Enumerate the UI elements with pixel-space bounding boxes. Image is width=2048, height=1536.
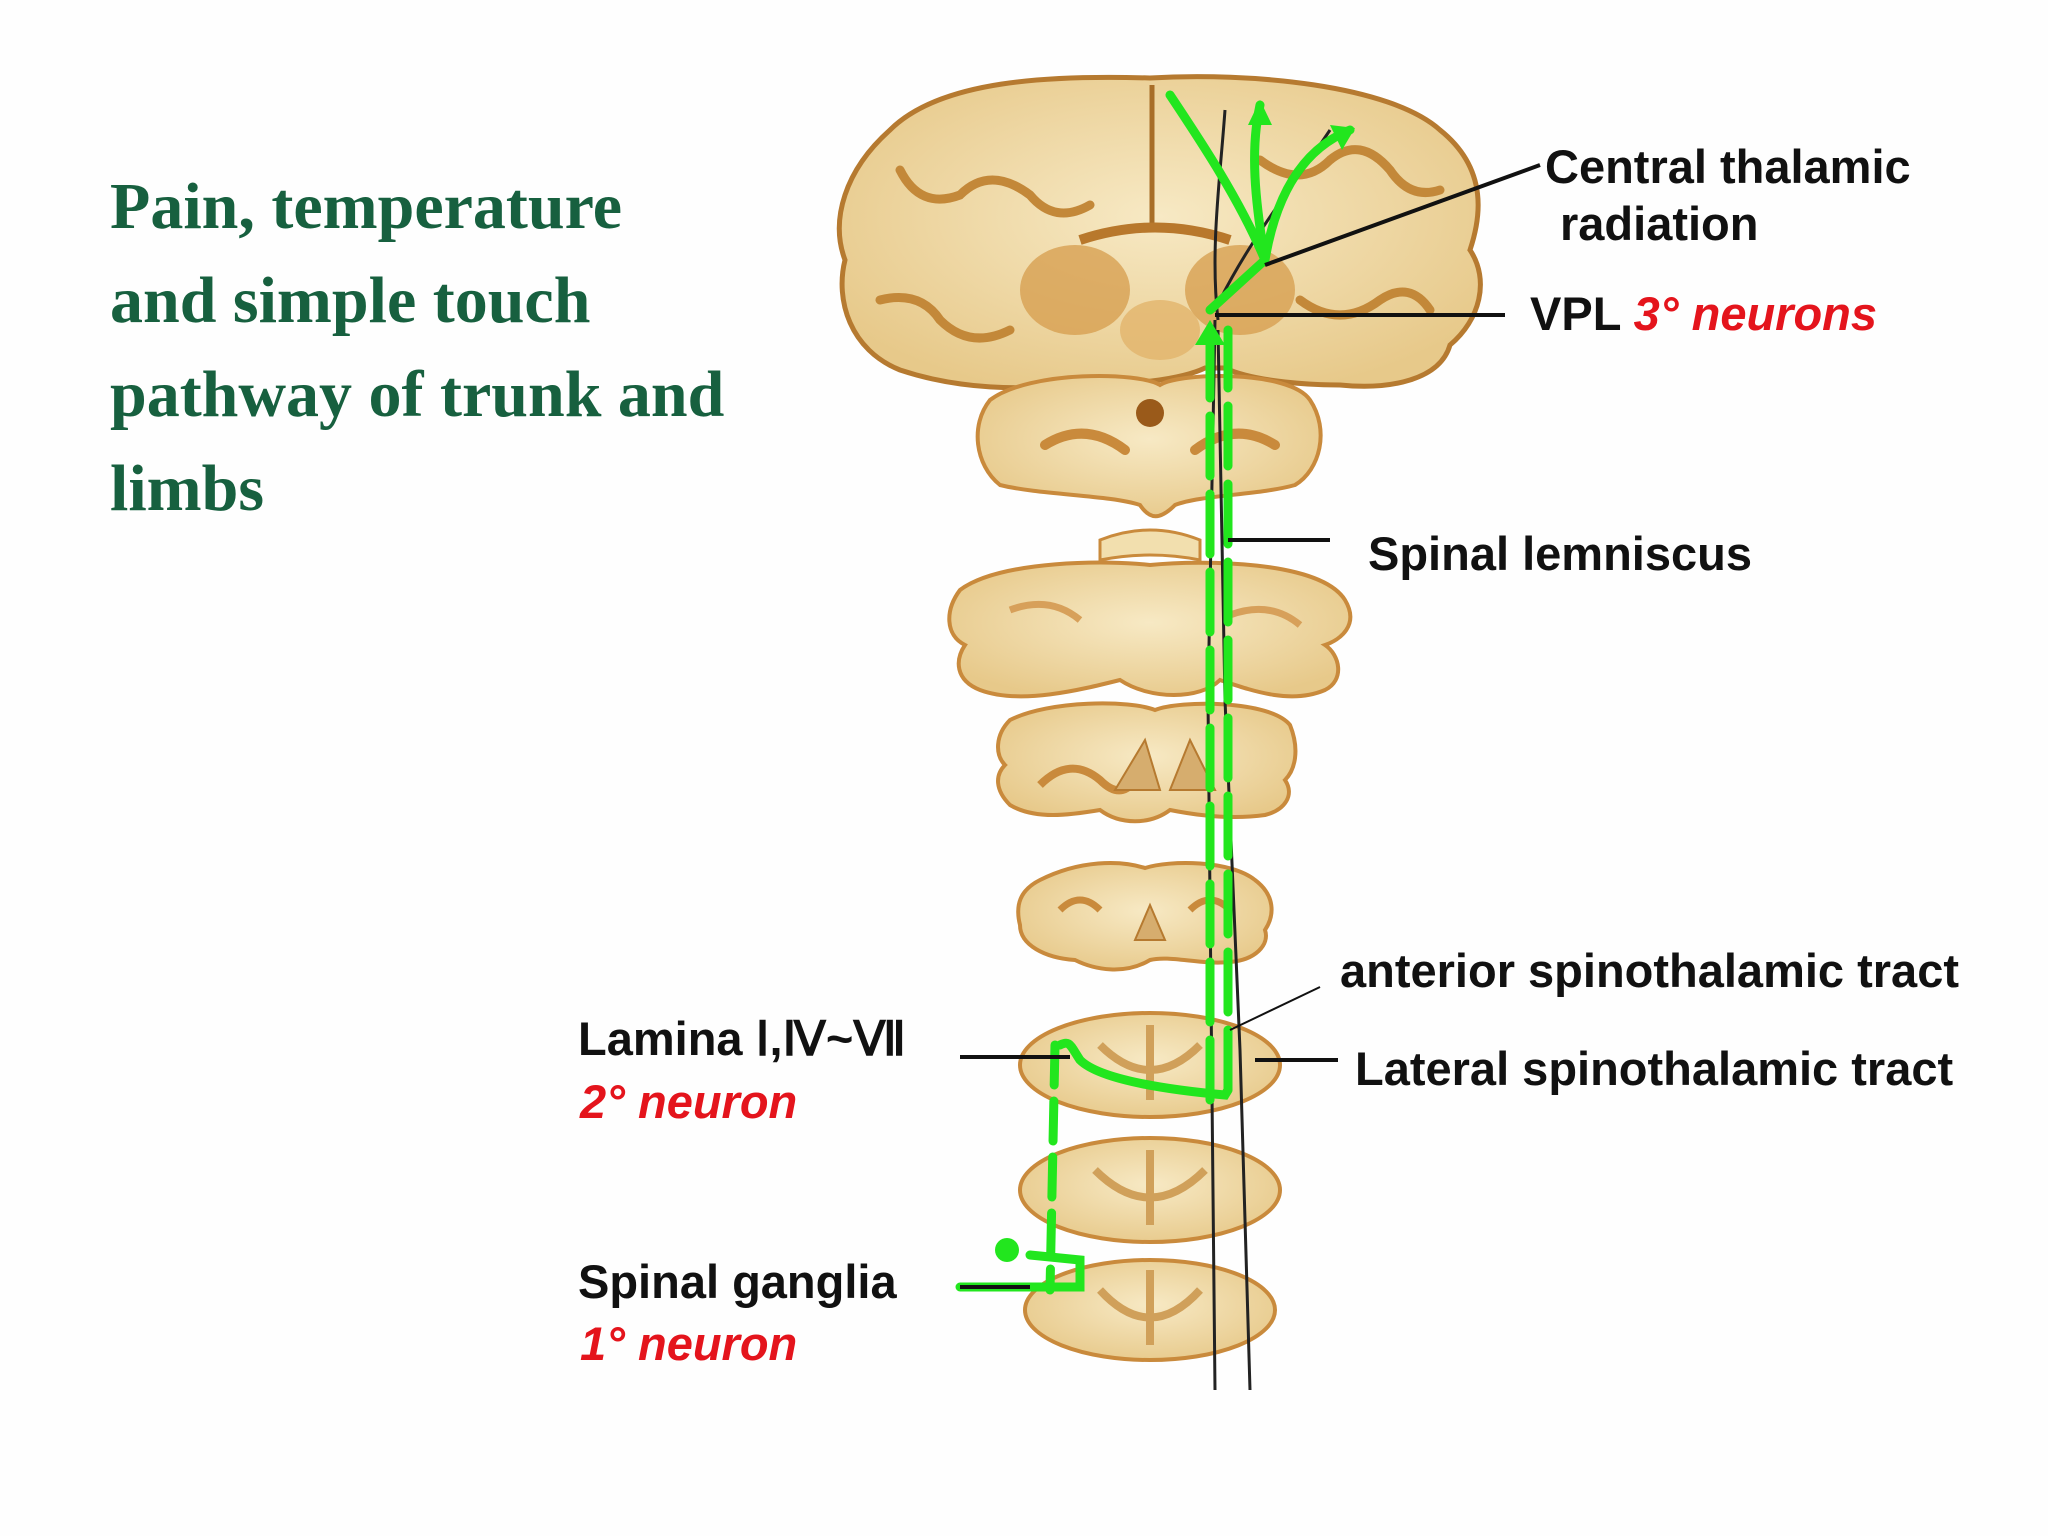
green-arrowheads bbox=[1195, 100, 1355, 345]
title-line-1: Pain, temperature bbox=[110, 170, 622, 243]
leader-lines bbox=[960, 163, 1541, 1289]
label-central-thalamic-line1: Central thalamic bbox=[1545, 140, 1911, 193]
label-vpl-prefix: VPL bbox=[1530, 287, 1621, 340]
title-line-3: pathway of trunk and bbox=[110, 358, 725, 431]
slide-title: Pain, temperature and simple touch pathw… bbox=[110, 160, 830, 536]
title-line-4: limbs bbox=[110, 452, 265, 525]
label-vpl: VPL 3° neurons bbox=[1530, 290, 1877, 337]
label-central-thalamic: Central thalamic radiation bbox=[1545, 143, 1911, 247]
label-spinal-ganglia: Spinal ganglia bbox=[578, 1255, 897, 1308]
label-central-thalamic-line2: radiation bbox=[1560, 197, 1759, 250]
label-lateral-tract: Lateral spinothalamic tract bbox=[1355, 1042, 1954, 1095]
pons-section bbox=[947, 528, 1353, 699]
spinal-segment-2 bbox=[1018, 1136, 1282, 1244]
label-spinal-lemniscus: Spinal lemniscus bbox=[1368, 527, 1752, 580]
title-line-2: and simple touch bbox=[110, 264, 591, 337]
label-anterior-tract: anterior spinothalamic tract bbox=[1340, 944, 1959, 997]
brain-coronal-section bbox=[836, 74, 1483, 391]
label-neuron-2: 2° neuron bbox=[580, 1075, 798, 1128]
label-vpl-neuron: 3° neurons bbox=[1633, 287, 1878, 340]
green-pathway bbox=[955, 90, 1355, 1295]
label-neuron-1: 1° neuron bbox=[580, 1317, 798, 1370]
spinal-segment-3 bbox=[1023, 1258, 1277, 1362]
medulla-upper-section bbox=[996, 701, 1298, 824]
label-lamina: Lamina Ⅰ,Ⅳ~Ⅶ bbox=[578, 1012, 906, 1065]
midbrain-section bbox=[975, 374, 1323, 519]
